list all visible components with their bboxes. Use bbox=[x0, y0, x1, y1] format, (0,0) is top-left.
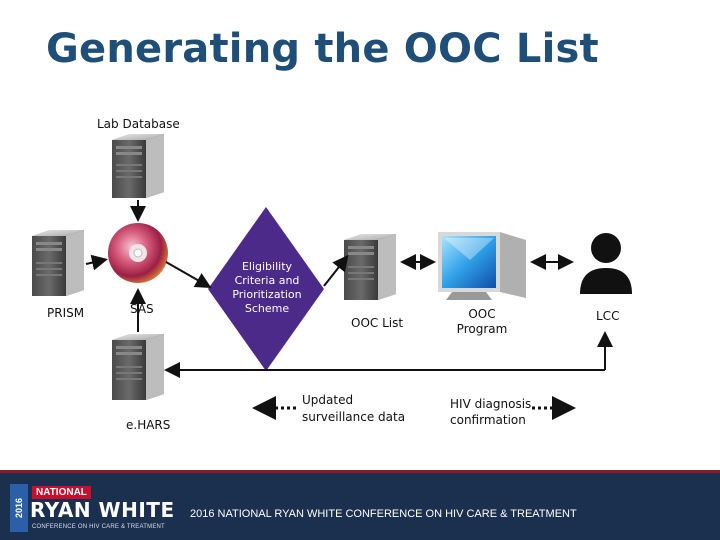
sas-label: SAS bbox=[130, 302, 154, 316]
slide-title: Generating the OOC List bbox=[46, 26, 599, 72]
ehars-label: e.HARS bbox=[126, 418, 171, 432]
lcc-label: LCC bbox=[596, 309, 620, 323]
ooc-program-label: OOC Program bbox=[456, 307, 508, 336]
flow-diagram bbox=[32, 134, 632, 420]
sas-to-diamond-arrow bbox=[165, 261, 212, 288]
ooc-list-server-icon bbox=[344, 234, 396, 300]
footer-accent-band bbox=[0, 470, 720, 473]
conference-footer-text: 2016 NATIONAL RYAN WHITE CONFERENCE ON H… bbox=[190, 508, 577, 520]
logo-year: 2016 bbox=[10, 484, 28, 532]
prism-label: PRISM bbox=[47, 306, 85, 320]
logo-name: RYAN WHITE bbox=[30, 498, 175, 522]
lab-database-label: Lab Database bbox=[97, 117, 180, 131]
ooc-list-label: OOC List bbox=[351, 316, 404, 330]
conference-logo: 2016 NATIONAL RYAN WHITE CONFERENCE ON H… bbox=[10, 480, 180, 536]
logo-national-tag: NATIONAL bbox=[32, 486, 91, 499]
logo-subtitle: CONFERENCE ON HIV CARE & TREATMENT bbox=[32, 524, 165, 530]
monitor-icon bbox=[438, 232, 526, 300]
updated-data-label: Updated surveillance data bbox=[302, 393, 406, 424]
hiv-confirmation-label: HIV diagnosis confirmation bbox=[450, 397, 532, 427]
person-icon bbox=[580, 233, 632, 294]
diamond-to-ooc-list-arrow bbox=[323, 254, 349, 287]
prism-to-sas-arrow bbox=[85, 254, 108, 271]
prism-server-icon bbox=[32, 230, 84, 296]
sas-disc-icon bbox=[108, 223, 168, 283]
eligibility-label: Eligibility Criteria and Prioritization … bbox=[232, 260, 302, 315]
lab-database-server-icon bbox=[112, 134, 164, 198]
footer-bar: 2016 NATIONAL RYAN WHITE CONFERENCE ON H… bbox=[0, 470, 720, 540]
ehars-server-icon bbox=[112, 334, 164, 400]
eligibility-decision-shape bbox=[208, 207, 324, 371]
